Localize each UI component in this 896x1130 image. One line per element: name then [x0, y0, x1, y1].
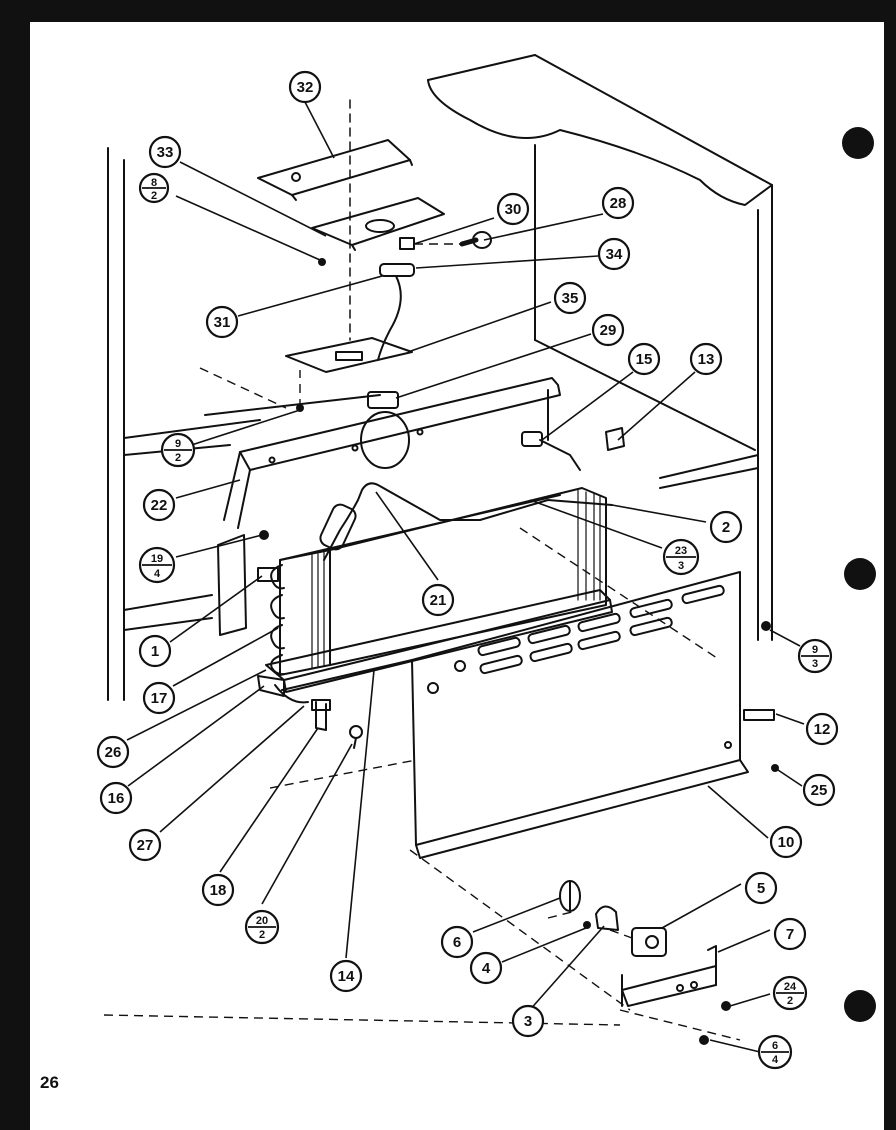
fraction-20-2-den: 2	[259, 929, 265, 941]
fraction-6-4-den: 4	[772, 1054, 779, 1066]
fraction-23-3-num: 23	[675, 545, 687, 557]
fraction-bars	[142, 187, 829, 1053]
fraction-8-2-num: 8	[151, 177, 157, 189]
fraction-9-2-den: 2	[175, 452, 181, 464]
thermostat-21	[319, 482, 481, 561]
screw-24-2	[721, 1001, 731, 1011]
callout-13: 13	[698, 351, 715, 368]
callout-14: 14	[338, 968, 355, 985]
fraction-labels: 8 2 9 2 19 4 23 3 9 3 20 2 24 2 6 4	[151, 177, 818, 1066]
callout-26: 26	[105, 744, 122, 761]
nut-25	[771, 764, 779, 772]
fraction-9-2-num: 9	[175, 438, 181, 450]
callout-28: 28	[610, 195, 627, 212]
cabinet-outline	[107, 54, 773, 701]
fraction-9-3-num: 9	[812, 644, 818, 656]
switch-plate-35	[285, 337, 413, 373]
callout-labels: 32 33 30 28 34 31 35 29 15 13 22 2 21 1 …	[105, 79, 831, 1030]
callout-32: 32	[297, 79, 314, 96]
evaporator-panel-10	[281, 571, 749, 859]
screw-6-4	[699, 1035, 709, 1045]
callout-7: 7	[786, 926, 794, 943]
callout-12: 12	[814, 721, 831, 738]
binder-hole-top	[842, 127, 874, 159]
fan-motor-5	[631, 927, 667, 957]
callout-25: 25	[811, 782, 828, 799]
evaporator-coil	[279, 487, 607, 676]
fraction-24-2-num: 24	[784, 981, 797, 993]
wire-connector-31	[377, 263, 415, 361]
fraction-23-3-den: 3	[678, 560, 684, 572]
callout-27: 27	[137, 837, 154, 854]
screw-9-3	[761, 621, 771, 631]
light-bulb-28	[459, 231, 492, 249]
screw-20-2	[349, 725, 363, 749]
socket-bracket-33	[311, 197, 445, 251]
callout-circles	[96, 70, 839, 1038]
callout-5: 5	[757, 880, 765, 897]
callout-21: 21	[430, 592, 447, 609]
callout-22: 22	[151, 497, 168, 514]
fraction-9-3-den: 3	[812, 658, 818, 670]
socket-30	[399, 237, 415, 250]
fan-blade-6	[559, 880, 581, 912]
callout-15: 15	[636, 351, 653, 368]
callout-6: 6	[453, 934, 461, 951]
evaporator-cover-22	[223, 377, 561, 529]
light-cover-32	[257, 139, 413, 201]
hinge-12	[743, 709, 775, 721]
motor-bracket-7	[621, 945, 717, 1007]
callout-35: 35	[562, 290, 579, 307]
fraction-circles	[138, 172, 833, 1070]
fitting-1	[257, 567, 279, 582]
page-number: 26	[40, 1073, 59, 1092]
tubing-2	[479, 499, 613, 521]
top-border	[0, 0, 896, 22]
binder-hole-middle	[844, 558, 876, 590]
callout-16: 16	[108, 790, 125, 807]
fraction-19-4-num: 19	[151, 553, 163, 565]
right-border	[884, 0, 896, 1130]
callout-29: 29	[600, 322, 617, 339]
callout-34: 34	[606, 246, 623, 263]
callout-3: 3	[524, 1013, 532, 1030]
clip-13	[605, 427, 625, 451]
switch-29	[367, 391, 399, 409]
evaporator-side-panel	[217, 534, 247, 636]
callout-31: 31	[214, 314, 231, 331]
left-border	[0, 0, 30, 1130]
callout-18: 18	[210, 882, 227, 899]
fraction-6-4-num: 6	[772, 1040, 778, 1052]
callout-4: 4	[482, 960, 491, 977]
callout-10: 10	[778, 834, 795, 851]
fraction-20-2-num: 20	[256, 915, 268, 927]
callout-30: 30	[505, 201, 522, 218]
assembly-guides	[103, 243, 741, 1041]
motor-mount-4	[583, 921, 591, 929]
fraction-24-2-den: 2	[787, 995, 793, 1007]
fraction-19-4-den: 4	[154, 568, 161, 580]
callout-2: 2	[722, 519, 730, 536]
callout-1: 1	[151, 643, 159, 660]
callout-33: 33	[157, 144, 174, 161]
binder-hole-bottom	[844, 990, 876, 1022]
fan-grommet-3	[595, 905, 619, 931]
callout-17: 17	[151, 690, 168, 707]
fraction-8-2-den: 2	[151, 190, 157, 202]
drain-tube-18	[311, 699, 331, 731]
heater-15	[521, 431, 581, 471]
screw-19-4	[259, 530, 269, 540]
coil-fins	[311, 489, 601, 669]
leader-lines	[126, 101, 805, 1053]
drain-bracket-16	[274, 684, 309, 704]
panel-vents	[477, 584, 725, 675]
